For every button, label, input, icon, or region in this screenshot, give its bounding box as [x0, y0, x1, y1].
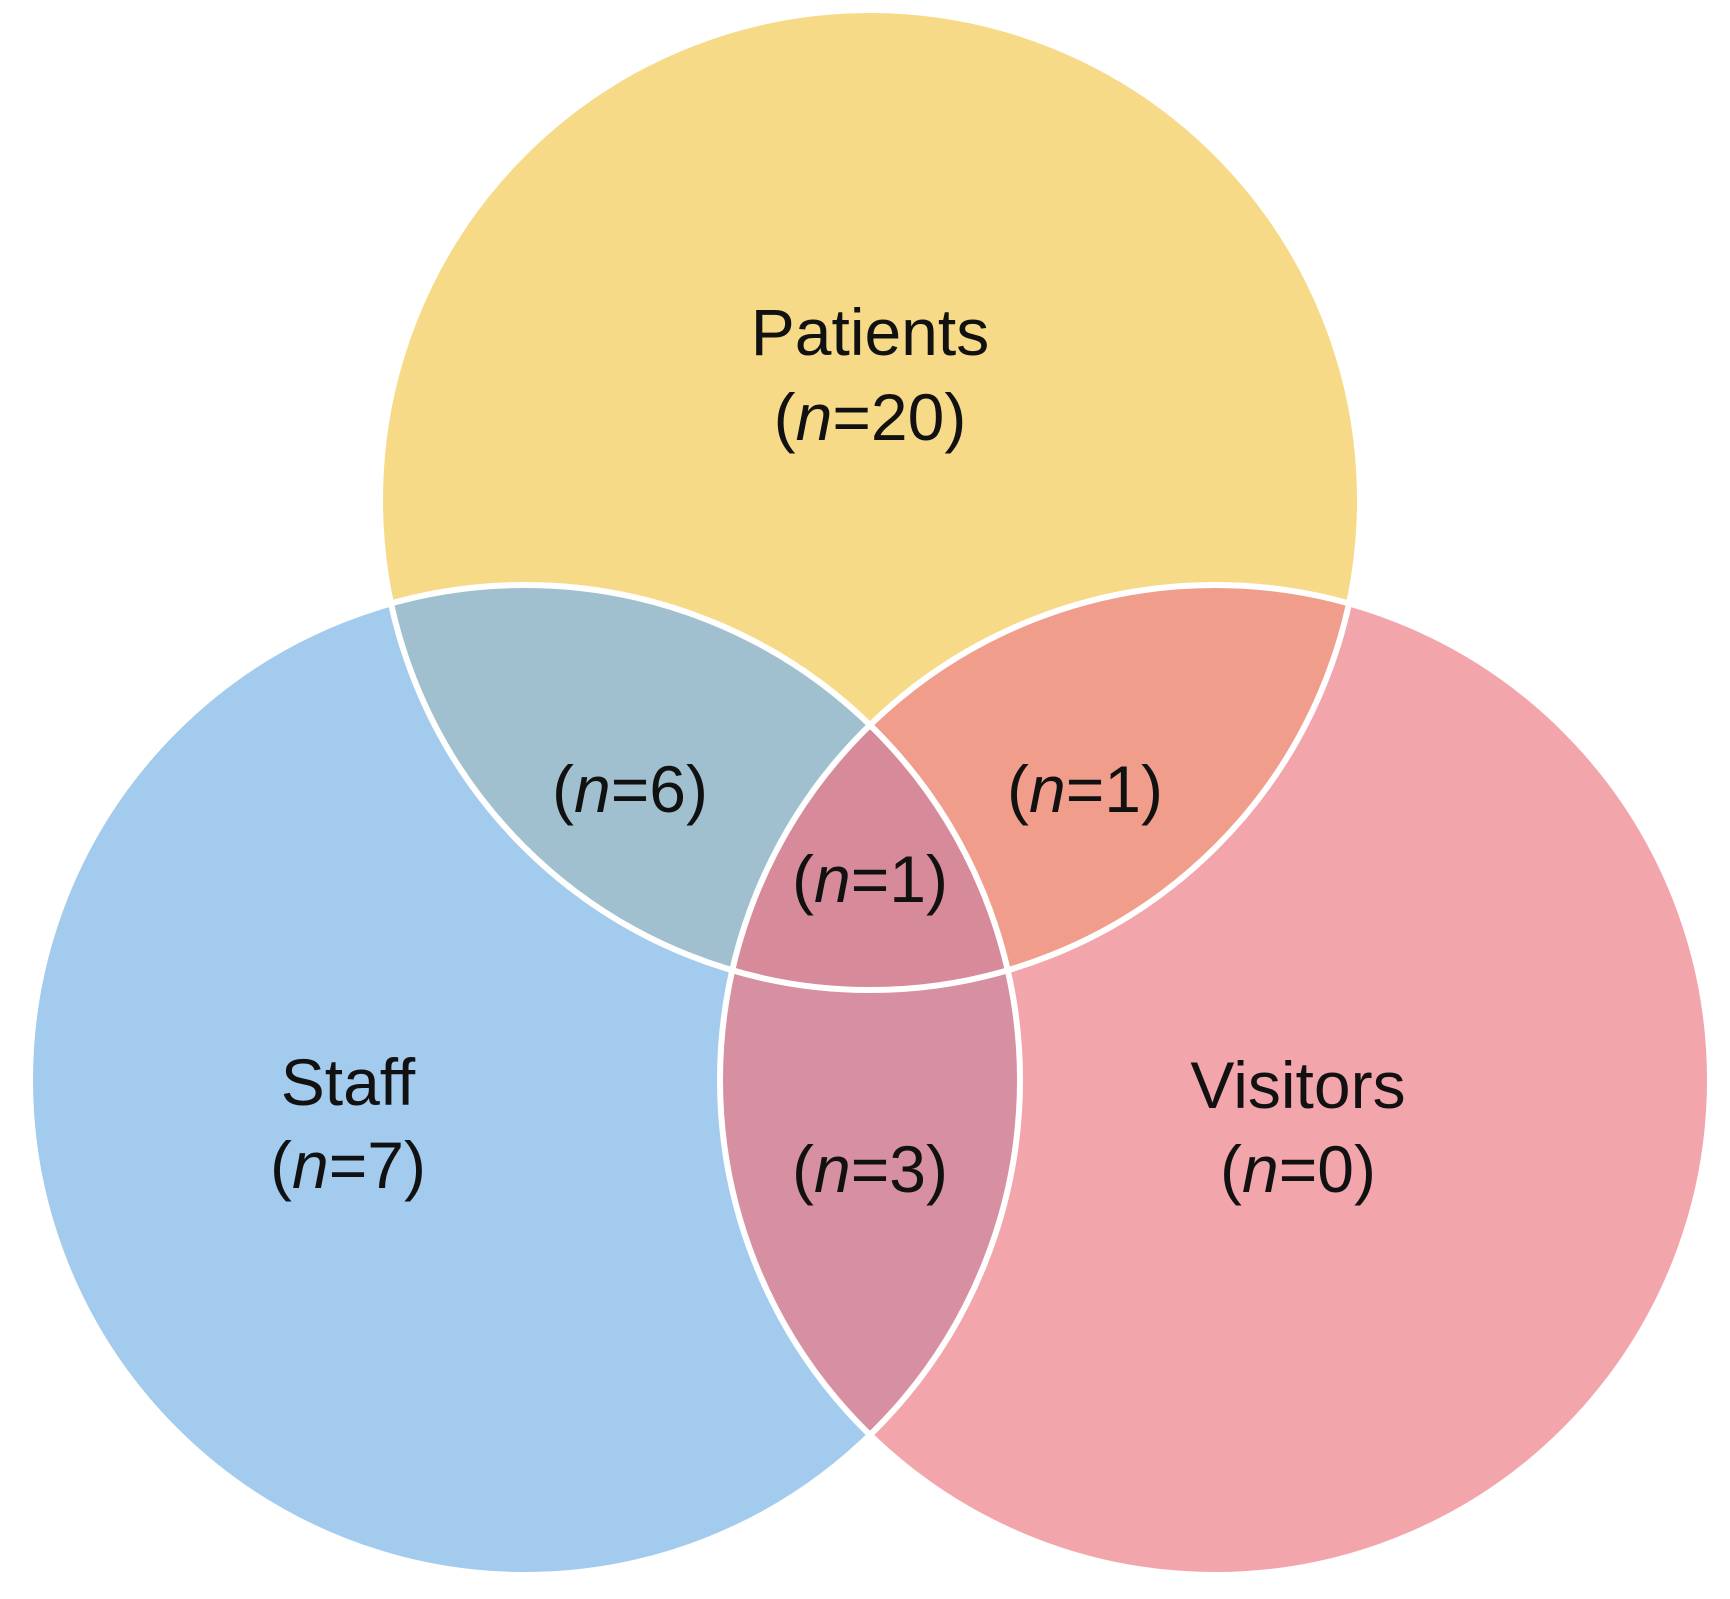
patients-outline	[377, 7, 1363, 993]
all-three-count: (n=1)	[792, 842, 948, 916]
visitors-outline	[717, 582, 1713, 1578]
patients-visitors-count: (n=1)	[1007, 752, 1163, 826]
patients-count: (n=20)	[774, 380, 967, 454]
patients-staff-count: (n=6)	[552, 752, 708, 826]
patients-visitors-region	[720, 585, 1360, 990]
staff-label: Staff	[281, 1045, 416, 1119]
staff-visitors-count: (n=3)	[792, 1132, 948, 1206]
visitors-label: Visitors	[1190, 1048, 1405, 1122]
staff-count: (n=7)	[270, 1128, 426, 1202]
visitors-count: (n=0)	[1220, 1132, 1376, 1206]
patients-staff-region	[380, 585, 1020, 990]
patients-label: Patients	[751, 295, 989, 369]
staff-outline	[27, 582, 1023, 1578]
